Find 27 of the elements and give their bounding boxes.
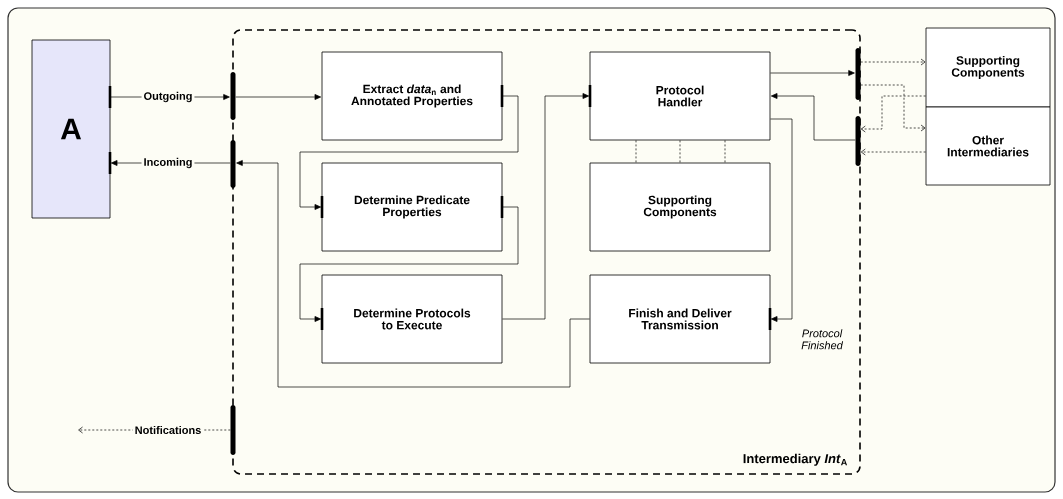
process-box: Determine Predicate Properties — [321, 162, 503, 252]
entity-box: A — [31, 39, 111, 219]
arrow — [770, 118, 793, 322]
arrow — [860, 84, 926, 132]
arrow — [770, 70, 855, 76]
process-box: Supporting Components — [925, 27, 1051, 108]
arrow — [860, 148, 926, 156]
boundary-title: Intermediary Int$_{A}$ — [743, 453, 848, 466]
arrow — [299, 95, 519, 210]
port-bar — [230, 405, 236, 455]
arrow — [770, 93, 856, 141]
arrow — [235, 94, 322, 100]
process-box: Finish and Deliver Transmission — [589, 274, 771, 364]
edge-label: Protocol Finished — [791, 328, 853, 351]
connector — [635, 140, 637, 163]
process-box: Protocol Handler — [589, 51, 771, 141]
arrow — [860, 95, 926, 133]
arrow — [236, 160, 590, 388]
process-box: Supporting Components — [589, 162, 771, 252]
connector — [679, 140, 681, 163]
connector — [724, 140, 726, 163]
process-box: Determine Protocols to Execute — [321, 274, 503, 364]
process-box: Extract data$_{n}$ and Annotated Properties — [321, 51, 503, 141]
arrow — [502, 93, 590, 320]
process-box: Other Intermediaries — [925, 106, 1051, 186]
arrow — [299, 206, 519, 322]
arrow — [860, 58, 926, 66]
